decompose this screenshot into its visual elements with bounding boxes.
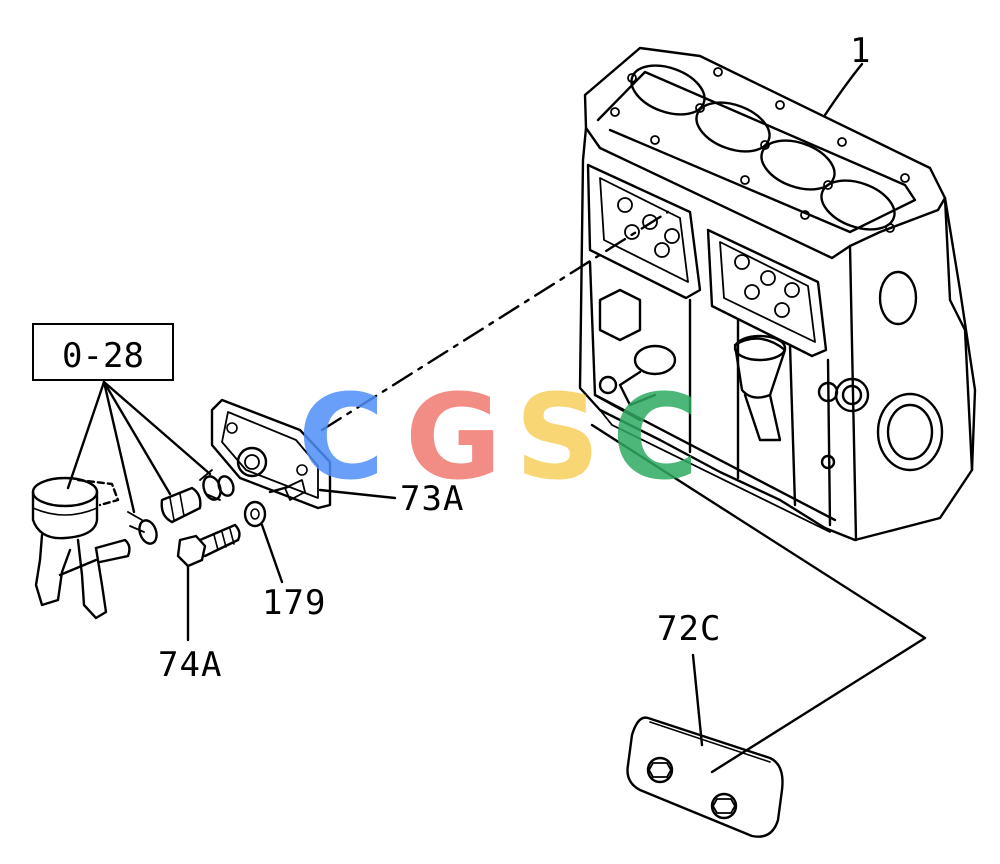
watermark-letter-c2: C	[612, 368, 699, 506]
callout-72c: 72C	[657, 609, 722, 649]
watermark-letter-g: G	[405, 368, 502, 506]
water-jacket-cover	[210, 398, 332, 510]
watermark-letter-c1: C	[298, 368, 385, 506]
leader-1	[823, 62, 864, 117]
oil-cooler-assembly	[31, 469, 235, 620]
callout-74a: 74A	[158, 645, 223, 685]
assembly-line-plate	[590, 423, 927, 774]
assembly-line-cover	[320, 210, 670, 432]
reference-leaders	[66, 380, 212, 514]
watermark-letter-s: S	[515, 368, 600, 506]
callout-73a: 73A	[400, 479, 465, 519]
leader-73a	[318, 488, 397, 500]
bolt	[176, 523, 241, 568]
leader-72c	[691, 653, 704, 747]
watermark-logo: C G S C	[298, 368, 699, 506]
callout-1: 1	[850, 31, 872, 71]
side-plate	[626, 716, 784, 838]
reference-label: 0-28	[62, 336, 144, 376]
washer	[243, 500, 267, 528]
callout-179: 179	[262, 583, 327, 623]
reference-box: 0-28	[32, 323, 174, 381]
leader-179	[260, 523, 284, 584]
cylinder-block	[578, 46, 977, 542]
